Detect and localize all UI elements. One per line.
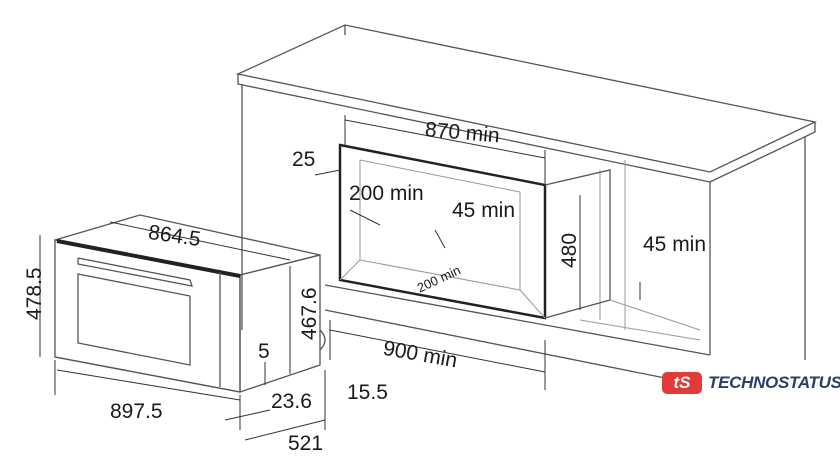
label-oven-front-height: 478.5 [23, 267, 46, 320]
countertop [235, 24, 818, 183]
label-plinth: 15.5 [347, 381, 388, 404]
technostatus-logo-text: TECHNOSTATUS [708, 373, 840, 392]
label-side-gap: 45 min [643, 233, 706, 256]
label-top-gap: 25 [292, 148, 315, 171]
label-niche-height: 480 [558, 233, 581, 268]
label-cabinet-width: 900 min [381, 337, 459, 373]
label-oven-top-width: 864.5 [147, 221, 202, 251]
label-niche-depth: 200 min [349, 182, 424, 205]
label-back-gap: 45 min [452, 199, 515, 222]
niche [338, 143, 701, 341]
label-oven-front-width: 897.5 [110, 400, 163, 423]
oven-window [77, 273, 191, 366]
oven [54, 214, 326, 393]
oven-handle [77, 257, 193, 287]
label-oven-body-height: 467.6 [298, 287, 321, 340]
technostatus-watermark: tS TECHNOSTATUS [662, 372, 840, 394]
label-niche-width: 870 min [424, 118, 500, 147]
technostatus-logo-icon: tS [662, 372, 702, 394]
label-bottom-offset: 5 [258, 340, 270, 363]
cabinet [241, 84, 806, 386]
label-front-thickness: 23.6 [271, 390, 312, 413]
label-oven-depth: 521 [288, 432, 323, 455]
niche-dimension-lines [314, 115, 641, 390]
label-floor-depth: 200 min [415, 262, 463, 295]
oven-dimension-lines [39, 221, 326, 441]
